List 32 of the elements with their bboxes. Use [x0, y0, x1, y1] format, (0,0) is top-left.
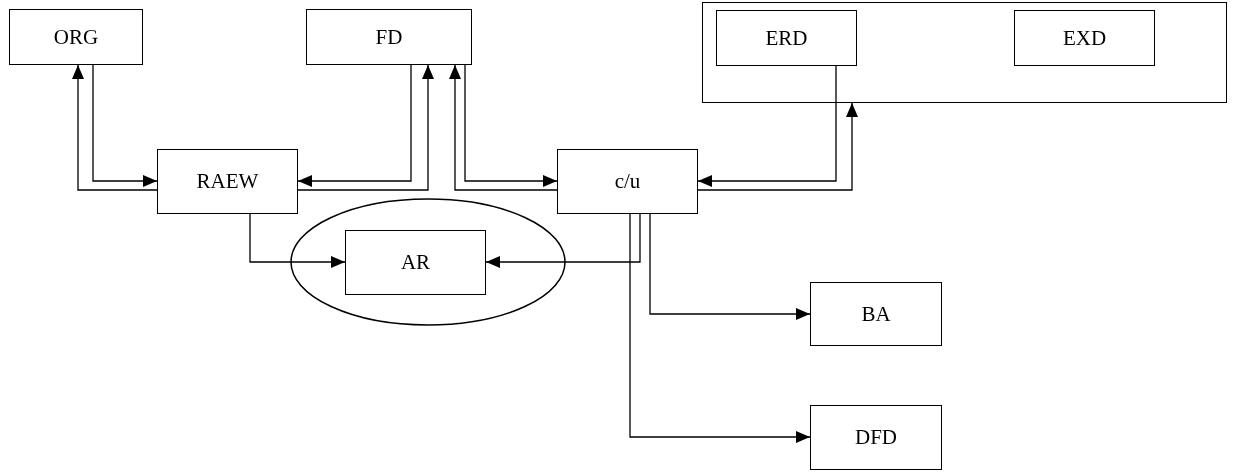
arrow — [697, 64, 837, 187]
box-label: DFD — [855, 425, 897, 450]
arrow — [92, 64, 158, 187]
arrow — [72, 64, 158, 191]
box-label: AR — [400, 250, 431, 275]
process-box — [157, 149, 298, 214]
arrow — [297, 64, 434, 191]
arrow — [464, 64, 558, 187]
arrow — [649, 213, 811, 320]
process-box — [810, 282, 942, 346]
arrow — [629, 213, 811, 443]
process-box — [345, 230, 486, 295]
process-box — [810, 405, 942, 470]
arrow — [449, 64, 558, 191]
ellipse-outline — [290, 198, 566, 326]
box-label: BA — [861, 301, 891, 327]
box-label: EXD — [1062, 25, 1107, 51]
box-label: RAEW — [196, 169, 259, 194]
box-label: FD — [375, 24, 403, 50]
process-box — [716, 10, 857, 66]
arrow — [297, 64, 412, 187]
process-box — [9, 9, 143, 65]
process-box — [557, 149, 698, 214]
box-label: ERD — [765, 25, 808, 51]
box-label: c/u — [614, 169, 641, 194]
box-label: ORG — [53, 24, 99, 50]
arrow — [249, 213, 346, 268]
group-box — [702, 2, 1227, 103]
process-box — [1014, 10, 1155, 66]
arrow — [485, 213, 641, 268]
process-box — [306, 9, 472, 65]
arrow — [697, 102, 858, 191]
